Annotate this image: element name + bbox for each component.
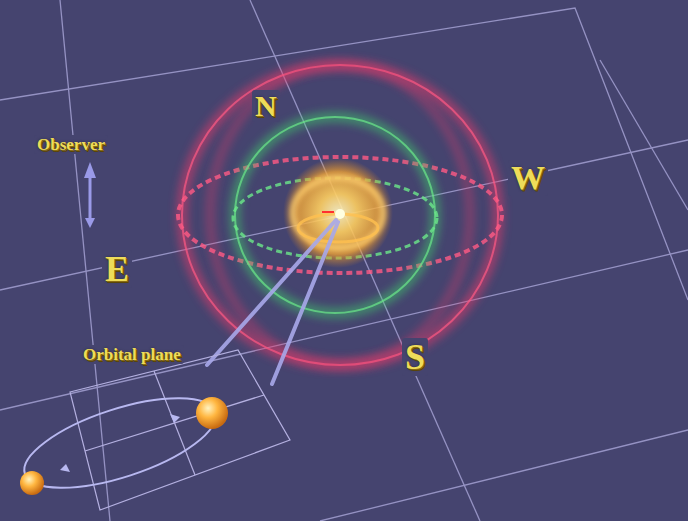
direction-letter: N [252, 90, 280, 122]
direction-letter: W [508, 160, 548, 196]
observer-label: Observer [34, 135, 108, 154]
binary-orbit [14, 380, 228, 506]
observer-arrow [84, 162, 96, 228]
direction-letter: S [402, 338, 428, 376]
direction-letter: E [102, 250, 132, 288]
orbital-plane-grid [70, 350, 290, 510]
orbital-plane-label: Orbital plane [80, 345, 184, 364]
sight-lines [207, 220, 338, 384]
orbit-rings [178, 65, 502, 365]
